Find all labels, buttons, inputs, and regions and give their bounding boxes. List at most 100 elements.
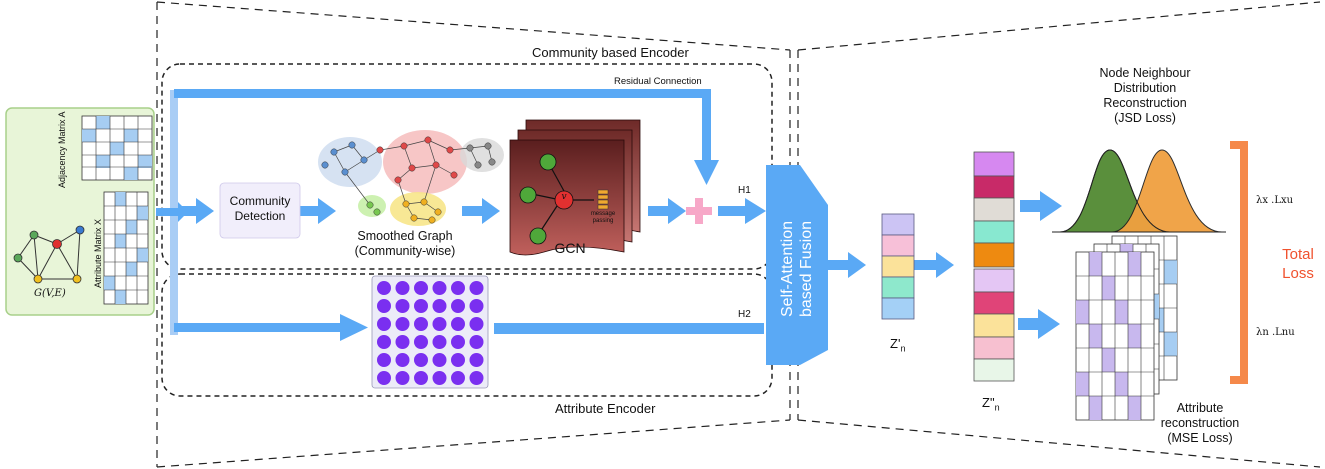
jsd-line-2: Distribution xyxy=(1113,81,1177,95)
attribute-node xyxy=(432,299,447,313)
loss-n-label: λn .Lnu xyxy=(1256,327,1295,338)
matrix-cell xyxy=(1076,300,1089,324)
smoothed-graph-label-2: (Community-wise) xyxy=(354,244,456,258)
matrix-cell xyxy=(1115,372,1128,396)
attribute-node xyxy=(377,335,391,349)
attribute-node xyxy=(414,317,428,331)
h2-label: H2 xyxy=(738,309,751,320)
graph-label: G(V,E) xyxy=(34,288,66,299)
z-prime-label: Z'n xyxy=(890,336,905,354)
attribute-node xyxy=(377,317,391,331)
mse-matrices xyxy=(1075,235,1178,421)
attribute-encoder-box xyxy=(161,273,773,397)
fusion-label-2: based Fusion xyxy=(798,220,815,318)
attribute-node xyxy=(414,299,428,313)
input-graph xyxy=(13,225,85,284)
attribute-node-grid xyxy=(371,275,489,389)
fusion-label: Self-Attention based Fusion xyxy=(778,169,816,369)
matrix-cell xyxy=(1076,372,1089,396)
adjacency-matrix xyxy=(81,115,153,181)
attribute-node xyxy=(469,281,484,295)
mse-line-2: reconstruction xyxy=(1160,416,1240,430)
mse-line-3: (MSE Loss) xyxy=(1167,431,1233,445)
attribute-node xyxy=(395,299,410,313)
total-loss-line-1: Total xyxy=(1282,246,1314,263)
attribute-node xyxy=(414,281,428,295)
gaussian-curves xyxy=(1052,149,1226,233)
attribute-node xyxy=(414,353,428,367)
attribute-node xyxy=(432,281,447,295)
z-double-symbol: Z" xyxy=(982,395,995,410)
attribute-node xyxy=(395,371,410,385)
h1-label: H1 xyxy=(738,185,751,196)
jsd-line-1: Node Neighbour xyxy=(1099,66,1191,80)
attribute-node xyxy=(377,371,391,385)
attribute-node xyxy=(451,371,465,385)
node-v-label: v xyxy=(561,192,567,202)
attribute-node xyxy=(451,317,465,331)
matrix-cell xyxy=(1128,396,1141,420)
residual-connection-label: Residual Connection xyxy=(614,76,702,87)
attribute-node xyxy=(451,281,465,295)
mse-title: Attribute reconstruction (MSE Loss) xyxy=(1140,401,1260,446)
attribute-node xyxy=(469,317,484,331)
z-double-label: Z"n xyxy=(982,395,1000,413)
attribute-node xyxy=(469,299,484,313)
fusion-label-1: Self-Attention xyxy=(779,220,796,318)
adjacency-matrix-label: Adjacency Matrix A xyxy=(57,111,67,188)
attribute-encoder-title: Attribute Encoder xyxy=(555,401,656,416)
community-detection-box xyxy=(219,182,301,239)
jsd-line-3: Reconstruction xyxy=(1103,96,1187,110)
matrix-cell xyxy=(1089,396,1102,420)
total-loss-label: Total Loss xyxy=(1272,245,1324,283)
z-prime-symbol: Z' xyxy=(890,336,901,351)
gcn-label: GCN xyxy=(554,240,586,256)
smoothed-graph-label-1: Smoothed Graph xyxy=(357,229,453,243)
total-loss-line-2: Loss xyxy=(1282,265,1314,282)
matrix-cell xyxy=(1128,252,1141,276)
matrix-cell xyxy=(1102,348,1115,372)
z-prime-stack xyxy=(881,213,915,320)
matrix-cell xyxy=(1115,300,1128,324)
attribute-node xyxy=(395,281,410,295)
smoothed-graph xyxy=(318,130,504,226)
gcn-block xyxy=(509,119,641,256)
attribute-node xyxy=(414,335,428,349)
attribute-node xyxy=(469,335,484,349)
attribute-matrix xyxy=(103,191,149,305)
attribute-node xyxy=(395,335,410,349)
message-passing-label: message passing xyxy=(590,211,616,224)
attribute-node xyxy=(432,353,447,367)
jsd-line-4: (JSD Loss) xyxy=(1114,111,1176,125)
matrix-cell xyxy=(1164,260,1177,284)
community-detection-label: Community Detection xyxy=(229,194,291,223)
matrix-cell xyxy=(1164,332,1177,356)
fusion-block xyxy=(766,165,828,365)
attribute-node xyxy=(377,281,391,295)
attribute-node xyxy=(377,353,391,367)
attribute-node xyxy=(414,371,428,385)
attribute-node xyxy=(395,317,410,331)
matrix-cell xyxy=(1128,324,1141,348)
total-loss-bracket xyxy=(1230,141,1248,384)
z-double-stack xyxy=(973,151,1015,382)
matrix-cell xyxy=(1102,276,1115,300)
attribute-node xyxy=(432,317,447,331)
attribute-node xyxy=(451,299,465,313)
attribute-node xyxy=(377,299,391,313)
matrix-cell xyxy=(1089,324,1102,348)
attribute-node xyxy=(395,353,410,367)
plus-icon xyxy=(686,198,712,224)
jsd-title: Node Neighbour Distribution Reconstructi… xyxy=(1080,66,1210,126)
attribute-node xyxy=(432,335,447,349)
mse-line-1: Attribute xyxy=(1176,401,1224,415)
matrix-cell xyxy=(1089,252,1102,276)
z-prime-subscript: n xyxy=(900,343,906,354)
attribute-matrix-label: Attribute Matrix X xyxy=(93,218,103,288)
community-encoder-title: Community based Encoder xyxy=(532,45,689,60)
attribute-node xyxy=(469,371,484,385)
flow-arrows xyxy=(156,89,1062,341)
loss-x-label: λx .Lxu xyxy=(1256,195,1294,206)
attribute-node xyxy=(432,371,447,385)
